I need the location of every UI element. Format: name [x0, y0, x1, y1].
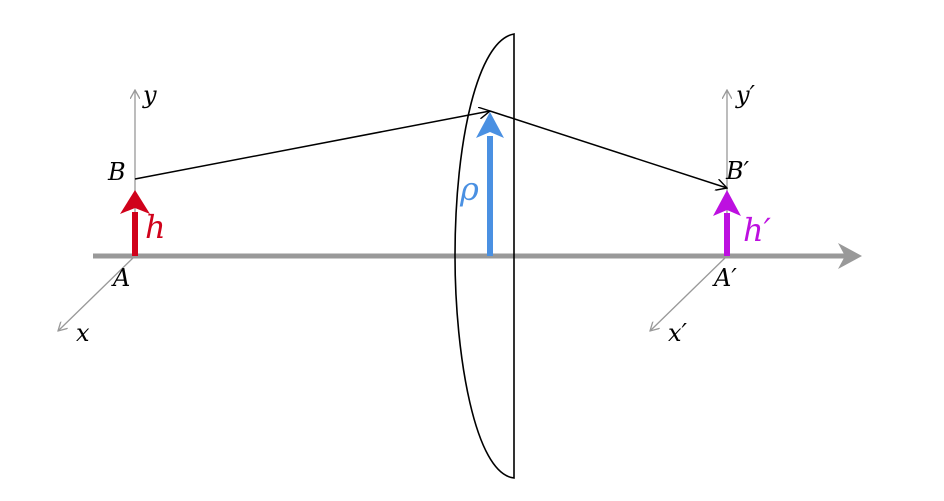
lens-ray-height-arrowhead — [476, 112, 504, 138]
label-lens-ray-height: ρ — [459, 170, 479, 208]
image-x-axis — [650, 255, 728, 331]
label-image-base: A′ — [712, 264, 737, 292]
label-image-y: y′ — [735, 81, 756, 109]
image-height-arrowhead — [713, 190, 741, 216]
label-object-height: h — [145, 208, 166, 246]
label-image-x: x′ — [668, 319, 688, 347]
incident-ray — [134, 111, 490, 180]
label-image-top: B′ — [725, 157, 750, 185]
object-height-arrowhead — [120, 190, 150, 214]
optical-axis-arrowhead — [838, 243, 862, 269]
label-object-y: y — [142, 81, 157, 109]
refracted-ray — [489, 110, 727, 188]
label-image-height: h′ — [743, 211, 772, 249]
label-object-base: A — [111, 264, 130, 292]
lens — [454, 33, 515, 479]
object-x-axis — [58, 255, 136, 331]
label-object-x: x — [76, 319, 90, 347]
label-object-top: B — [107, 158, 126, 186]
